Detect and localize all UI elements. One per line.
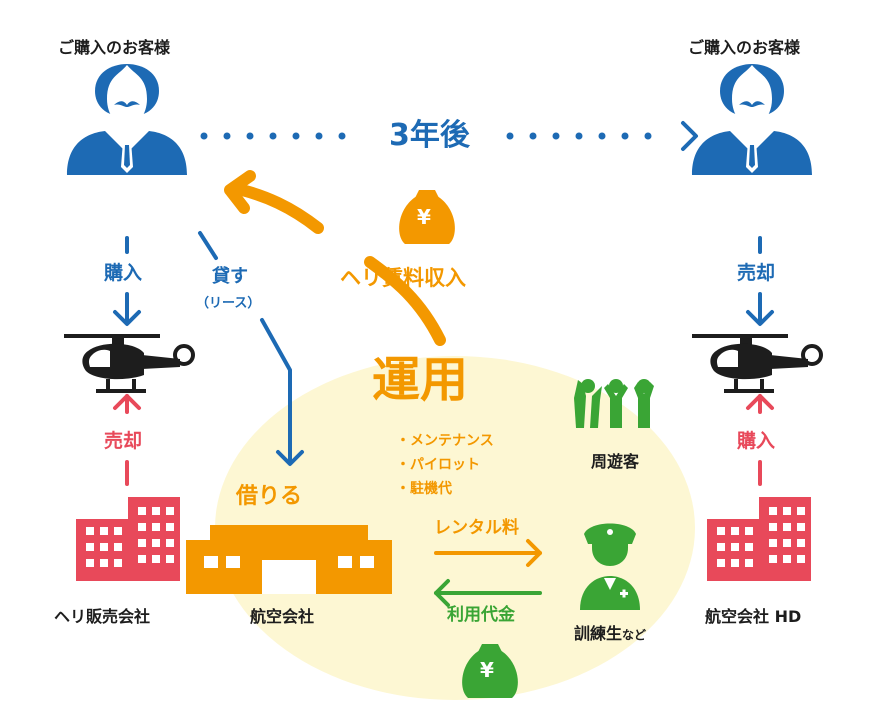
trainees-label: 訓練生など <box>574 626 646 642</box>
customer-label-right: ご購入のお客様 <box>688 38 801 57</box>
sell-arrow-left <box>113 394 141 486</box>
sell-label-right: 売却 <box>737 262 776 284</box>
bullet-maintenance: ・メンテナンス <box>396 433 494 449</box>
helicopter-icon-right <box>690 332 823 395</box>
person-icon-right <box>692 64 812 175</box>
pilot-icon <box>580 523 640 610</box>
bullet-pilot: ・パイロット <box>396 457 480 473</box>
three-years-label: 3年後 <box>389 118 470 153</box>
bullet-parking: ・駐機代 <box>396 481 452 497</box>
operation-area <box>215 356 695 700</box>
helicopter-icon-left <box>62 332 195 395</box>
person-icon-left <box>67 64 187 175</box>
customer-label-left: ご購入のお客様 <box>58 38 171 57</box>
sell-arrow-right <box>746 236 774 326</box>
usage-fee-label: 利用代金 <box>447 605 515 625</box>
revenue-arrow <box>224 170 446 346</box>
rental-fee-label: レンタル料 <box>434 518 519 538</box>
rental-fee-arrow <box>434 539 542 567</box>
airline-label: 航空会社 <box>250 607 315 626</box>
yen-symbol-top: ¥ <box>417 205 431 229</box>
timeline-arrowhead <box>681 121 698 151</box>
tourists-label: 周遊客 <box>591 452 640 471</box>
buy-label-left: 購入 <box>104 262 143 284</box>
crowd-icon <box>574 379 654 428</box>
trainees-suffix: など <box>622 628 647 642</box>
trainees-text: 訓練生 <box>574 624 623 643</box>
building-icon-left <box>76 497 180 581</box>
timeline-dots <box>200 132 652 140</box>
buy-arrow-left <box>113 236 141 326</box>
buy-label-right: 購入 <box>737 430 776 452</box>
building-icon-right <box>707 497 811 581</box>
borrow-label: 借りる <box>236 484 303 509</box>
rent-income-label: ヘリ賃料収入 <box>340 266 466 290</box>
usage-fee-arrow <box>434 579 542 607</box>
operation-label: 運用 <box>372 352 469 408</box>
yen-symbol-bottom: ¥ <box>480 658 494 682</box>
airline-hd-label: 航空会社 HD <box>705 607 802 626</box>
buy-arrow-right <box>746 394 774 486</box>
hangar-icon <box>186 525 392 594</box>
sell-label-left: 売却 <box>104 430 143 452</box>
lend-arrow <box>198 231 304 466</box>
lend-label: 貸す <box>212 266 248 287</box>
heli-dealer-label: ヘリ販売会社 <box>54 607 151 626</box>
lease-label: （リース） <box>196 296 261 311</box>
